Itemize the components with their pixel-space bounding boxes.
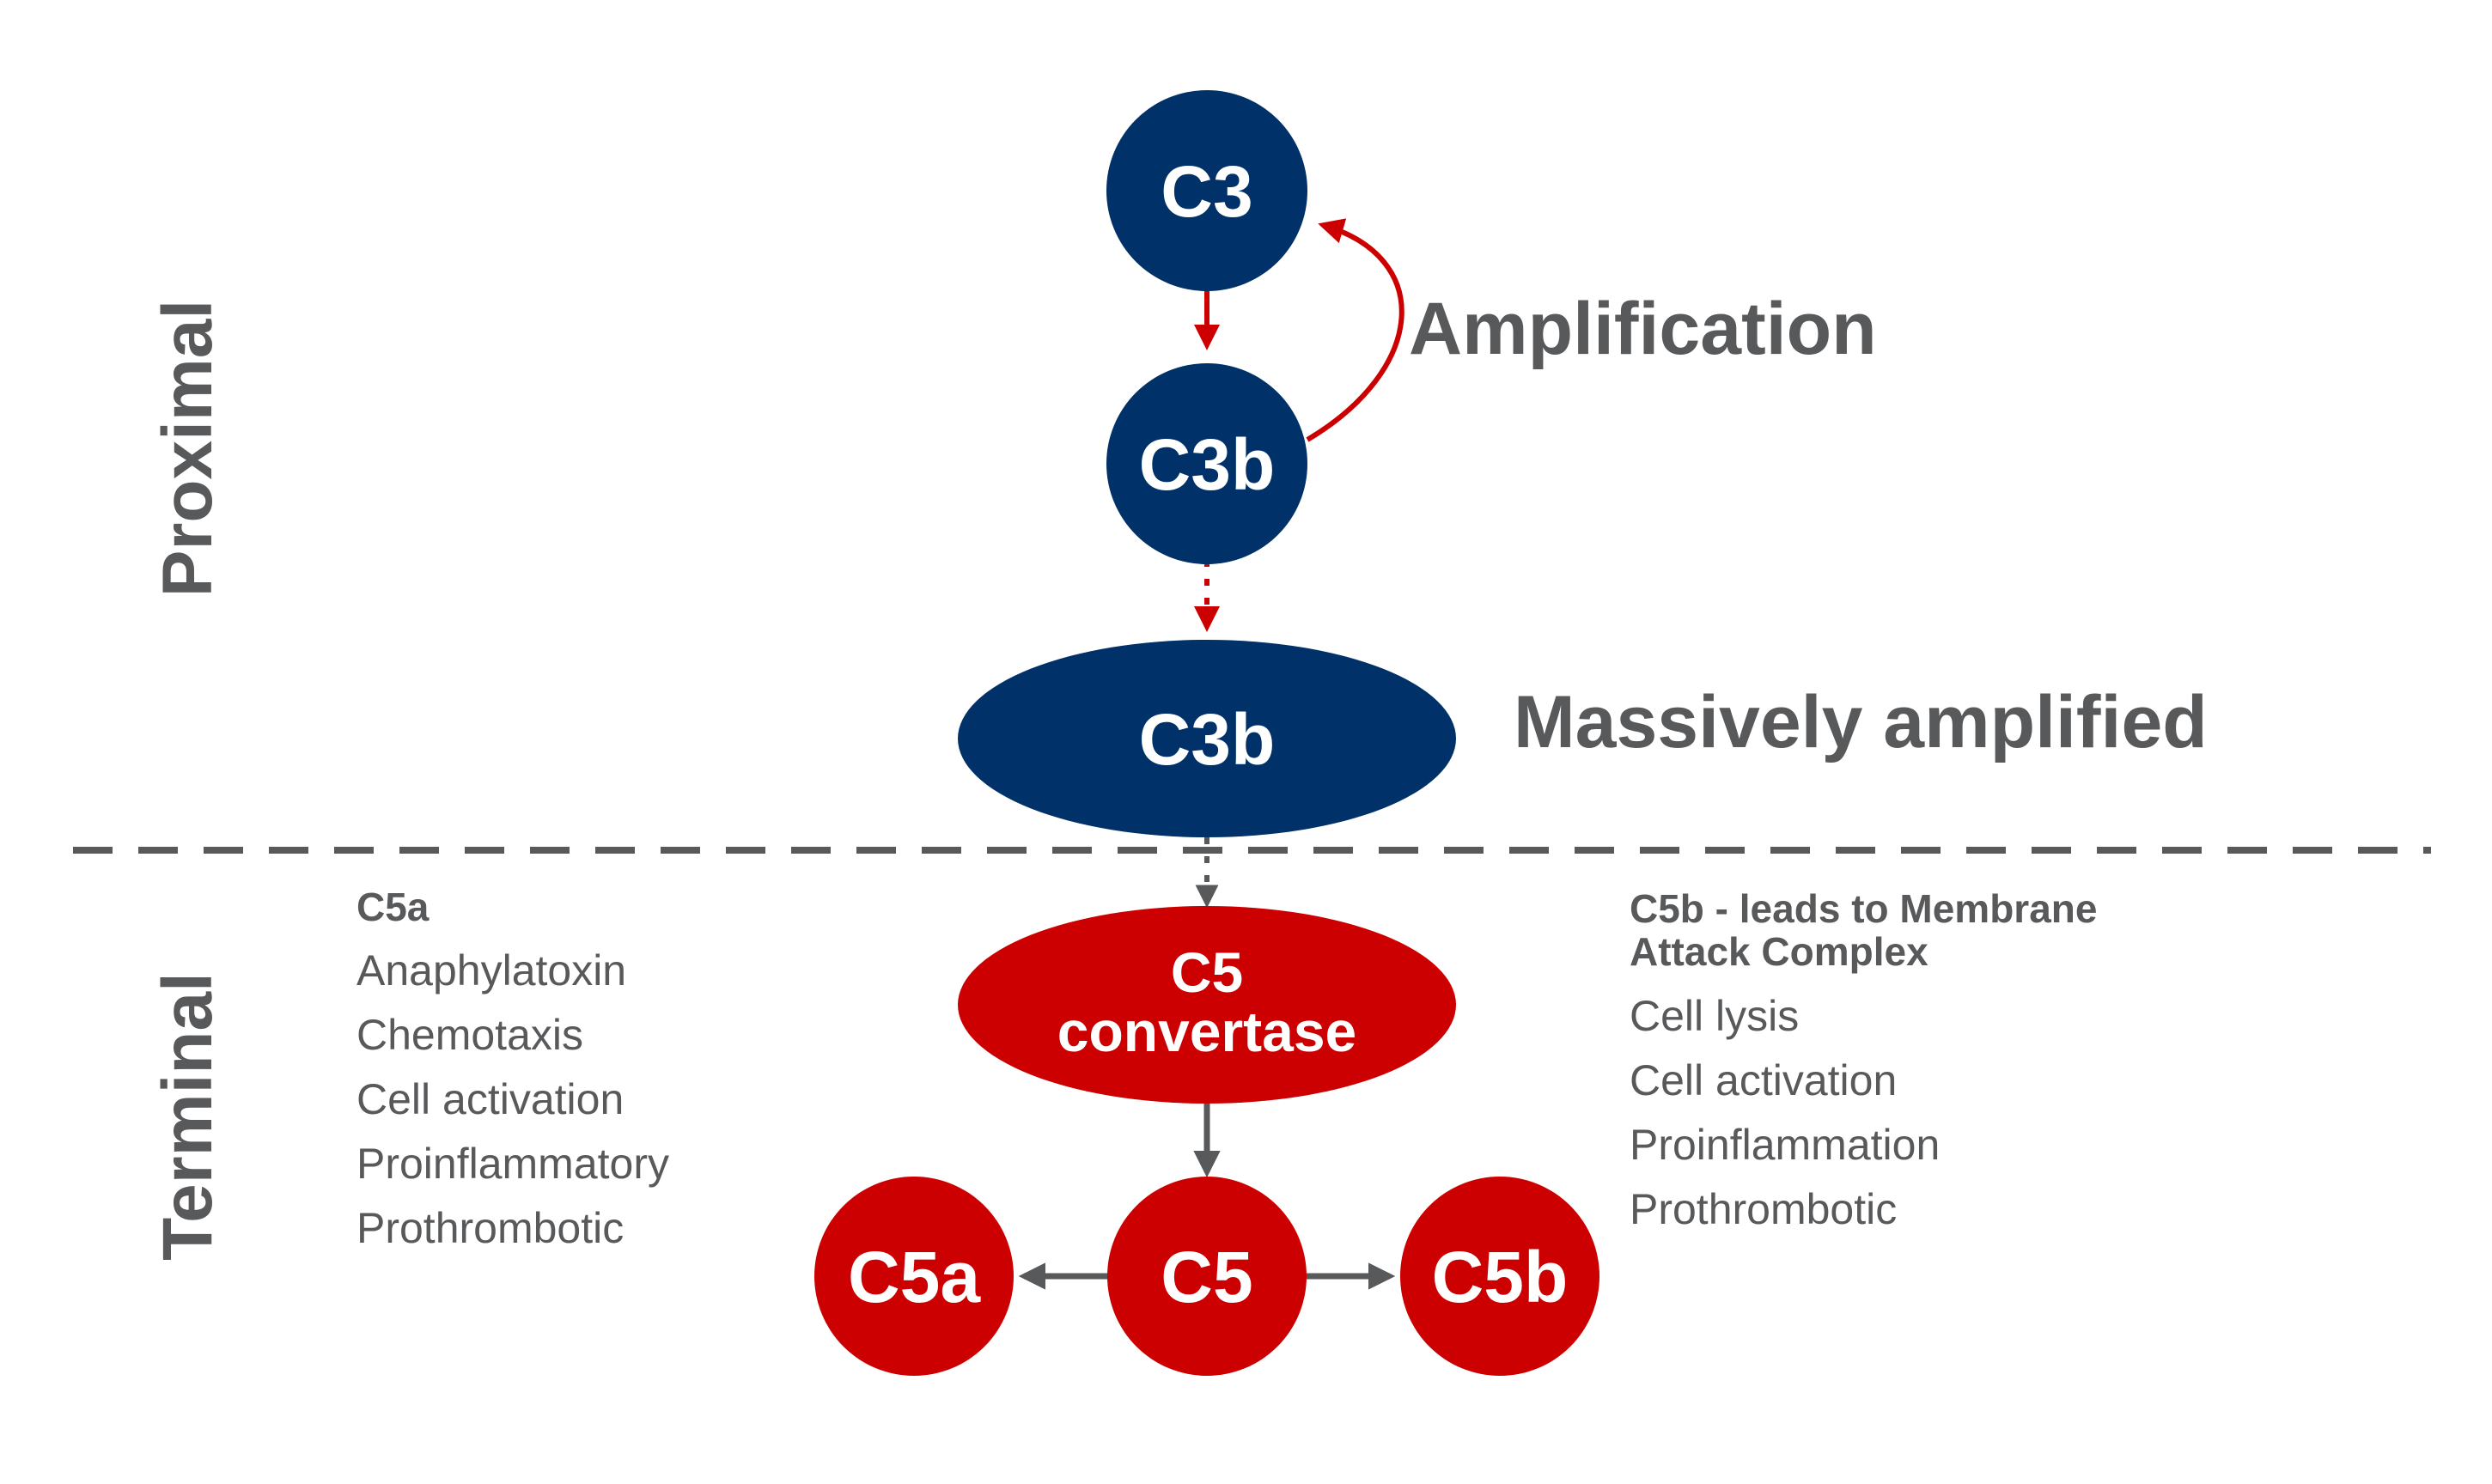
c5b-node: C5b	[1400, 1177, 1599, 1376]
massive-c3b-label: C3b	[1139, 699, 1276, 780]
c5b-effect-item: Prothrombotic	[1630, 1185, 1897, 1233]
c5a-node: C5a	[814, 1177, 1014, 1376]
c5a-effect-item: Anaphylatoxin	[356, 946, 626, 994]
amplification-loop-arrow	[1306, 218, 1404, 442]
c5a-effect-item: Proinflammatory	[356, 1140, 669, 1188]
c5a-label: C5a	[848, 1237, 981, 1317]
c5b-effect-item: Cell activation	[1630, 1056, 1897, 1104]
proximal-section-label: Proximal	[149, 300, 227, 597]
c5b-effect-item: Proinflammation	[1630, 1121, 1940, 1169]
c5b-effect-item: Cell lysis	[1630, 992, 1799, 1040]
amplification-annotation: Amplification	[1409, 288, 1877, 370]
c5-convertase-node: C5 convertase	[958, 906, 1456, 1104]
c3b-node: C3b	[1106, 363, 1307, 564]
c5a-effects-title: C5a	[356, 885, 430, 929]
c5-label: C5	[1161, 1237, 1252, 1317]
c5-convertase-label-line1: C5	[1171, 940, 1243, 1004]
c5-node: C5	[1107, 1177, 1307, 1376]
c3-node: C3	[1106, 90, 1307, 291]
massive-c3b-node: C3b	[958, 640, 1456, 837]
c5a-effect-item: Chemotaxis	[356, 1011, 583, 1059]
c5b-effects-title-line1: C5b - leads to Membrane	[1630, 886, 2097, 931]
c5a-effect-item: Prothrombotic	[356, 1204, 624, 1252]
c5b-effects-title-line2: Attack Complex	[1630, 929, 1928, 974]
massively-amplified-annotation: Massively amplified	[1514, 681, 2208, 763]
c5a-effect-item: Cell activation	[356, 1075, 624, 1123]
c3-label: C3	[1161, 151, 1252, 232]
c3b-label: C3b	[1139, 424, 1276, 505]
c5b-label: C5b	[1432, 1237, 1569, 1317]
terminal-section-label: Terminal	[149, 972, 227, 1261]
c5a-effects-list: C5a Anaphylatoxin Chemotaxis Cell activa…	[356, 885, 669, 1252]
c5b-effects-list: C5b - leads to Membrane Attack Complex C…	[1630, 886, 2097, 1233]
c5-convertase-label-line2: convertase	[1057, 1000, 1357, 1063]
